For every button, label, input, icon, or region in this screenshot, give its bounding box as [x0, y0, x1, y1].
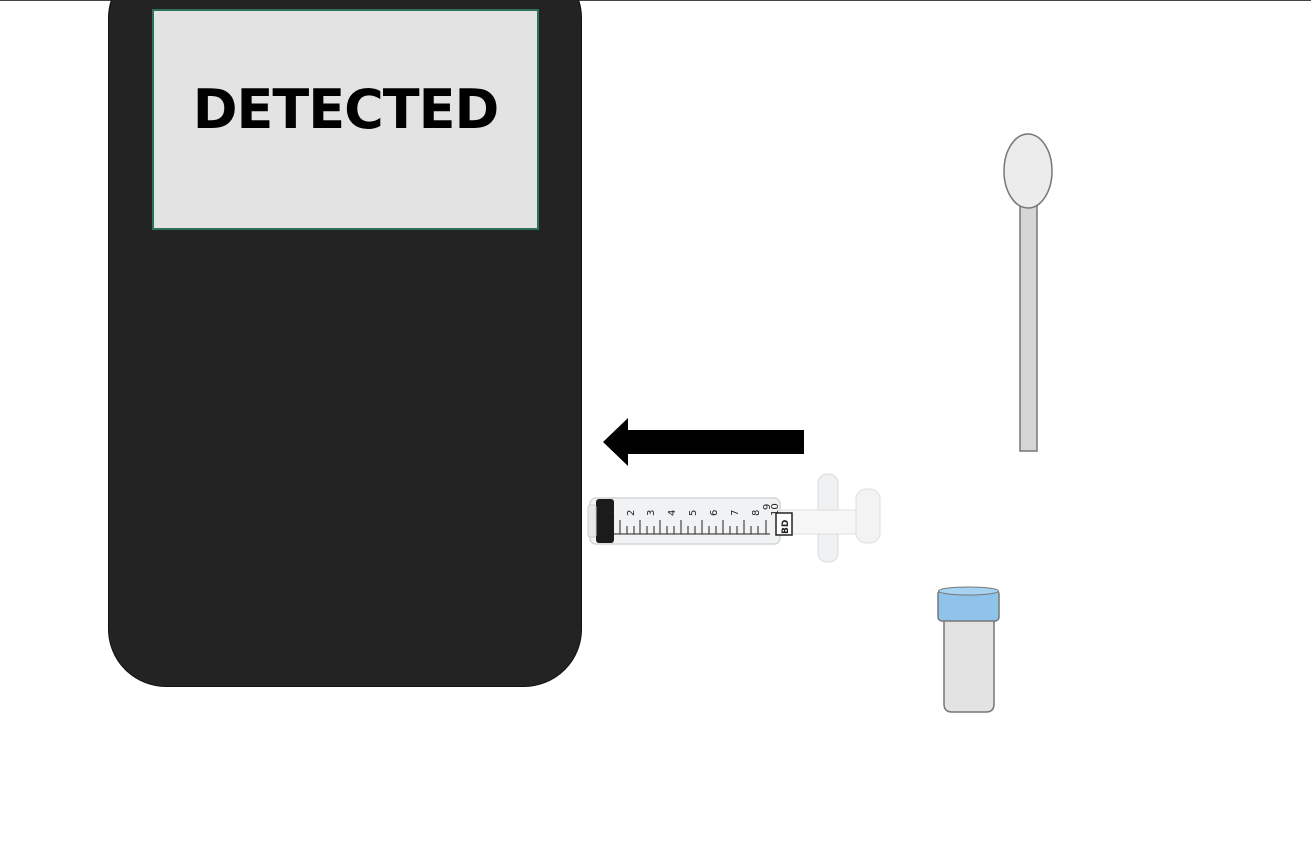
device-screen: DETECTED: [152, 9, 539, 230]
scale-label-10: 10: [770, 503, 781, 516]
scale-label-3: 3: [646, 510, 657, 516]
vial-icon[interactable]: [937, 586, 1000, 713]
scale-label-7: 7: [730, 510, 741, 516]
top-divider: [0, 0, 1311, 1]
brand-badge: [775, 512, 793, 536]
result-text: DETECTED: [192, 78, 500, 141]
syringe-icon[interactable]: 1 2 3 4 5 6 7 8 9 10 BD: [587, 473, 881, 563]
syringe-scale-labels: 1 2 3 4 5 6 7 8 9 10: [606, 503, 781, 516]
syringe-graduations: [612, 520, 770, 535]
brand-label: BD: [781, 520, 791, 534]
swab-icon[interactable]: [1003, 133, 1053, 452]
scale-label-1: 1: [606, 510, 617, 516]
scale-label-6: 6: [709, 510, 720, 516]
scale-label-4: 4: [667, 510, 678, 516]
scale-label-9: 9: [762, 504, 773, 510]
scale-label-2: 2: [626, 510, 637, 516]
scale-label-5: 5: [688, 510, 699, 516]
arrow-left-icon: [603, 418, 804, 466]
scale-label-8: 8: [751, 510, 762, 516]
